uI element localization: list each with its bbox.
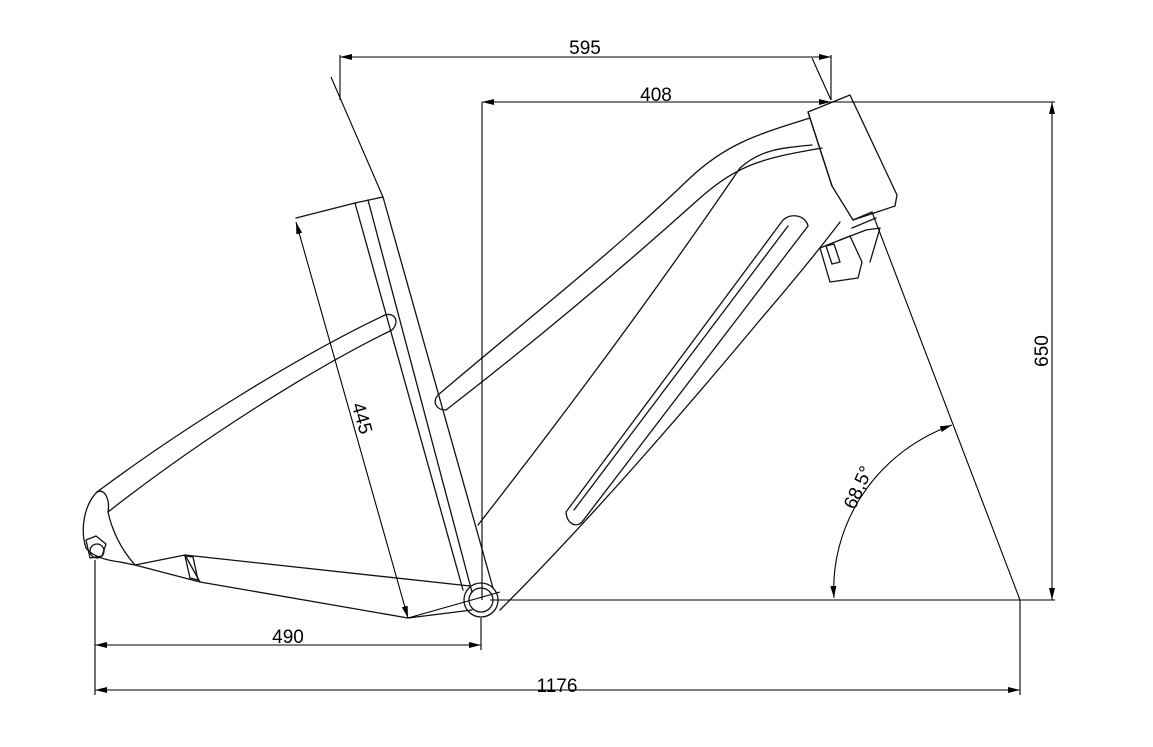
dimension-top-tube bbox=[330, 54, 832, 198]
dimension-head-angle bbox=[830, 211, 1021, 601]
label-top-tube-length: 595 bbox=[569, 38, 601, 59]
label-reach: 408 bbox=[640, 85, 672, 106]
label-chainstay-length: 490 bbox=[272, 627, 304, 648]
cable-connector bbox=[819, 217, 881, 283]
dimension-wheelbase bbox=[95, 600, 1021, 695]
label-wheelbase: 1176 bbox=[537, 676, 578, 697]
label-stack: 650 bbox=[1032, 335, 1053, 367]
chain-stay bbox=[134, 554, 473, 619]
dimension-labels: 595 408 650 445 490 1176 68,5° bbox=[272, 38, 1053, 697]
label-seat-tube-length: 445 bbox=[347, 400, 376, 436]
dimension-stack bbox=[490, 102, 1055, 601]
label-head-angle: 68,5° bbox=[840, 463, 877, 512]
battery-pack bbox=[565, 215, 809, 526]
bike-frame bbox=[82, 94, 898, 619]
seat-tube bbox=[354, 196, 494, 593]
dimension-reach bbox=[481, 99, 1055, 600]
top-tube bbox=[434, 117, 823, 411]
seat-clamp bbox=[295, 202, 356, 219]
down-tube bbox=[477, 144, 841, 611]
dimension-seat-tube bbox=[295, 221, 501, 619]
rear-dropout bbox=[82, 490, 136, 566]
dimension-lines bbox=[94, 54, 1055, 695]
head-tube bbox=[807, 94, 898, 221]
dimension-chainstay bbox=[94, 560, 482, 695]
